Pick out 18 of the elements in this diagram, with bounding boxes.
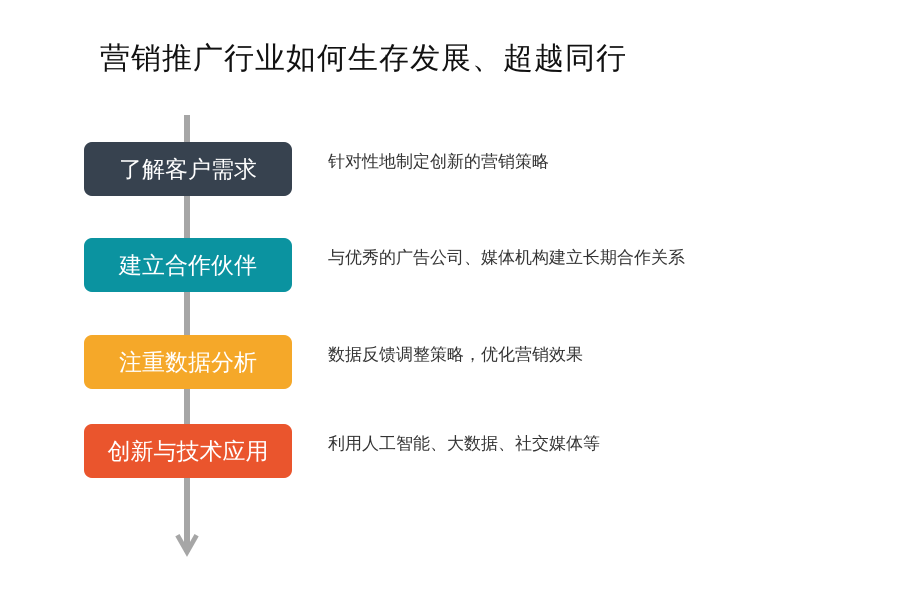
step-description: 数据反馈调整策略，优化营销效果 <box>328 344 583 366</box>
arrow <box>175 478 199 554</box>
step-description: 利用人工智能、大数据、社交媒体等 <box>328 433 600 455</box>
step-description: 与优秀的广告公司、媒体机构建立长期合作关系 <box>328 247 685 269</box>
step-box <box>84 238 292 292</box>
step-box <box>84 142 292 196</box>
step-label: 注重数据分析 <box>119 348 257 378</box>
title: 营销推广行业如何生存发展、超越同行 <box>100 40 627 78</box>
step-label: 建立合作伙伴 <box>119 252 257 280</box>
connector-line <box>184 389 190 424</box>
connector-line <box>184 115 190 142</box>
step-box <box>84 424 292 478</box>
step-label: 创新与技术应用 <box>108 438 268 466</box>
step-box <box>84 335 292 389</box>
step-label: 了解客户需求 <box>119 156 257 184</box>
step-description: 针对性地制定创新的营销策略 <box>328 151 549 173</box>
connector-line <box>184 196 190 238</box>
connector-line <box>184 292 190 335</box>
